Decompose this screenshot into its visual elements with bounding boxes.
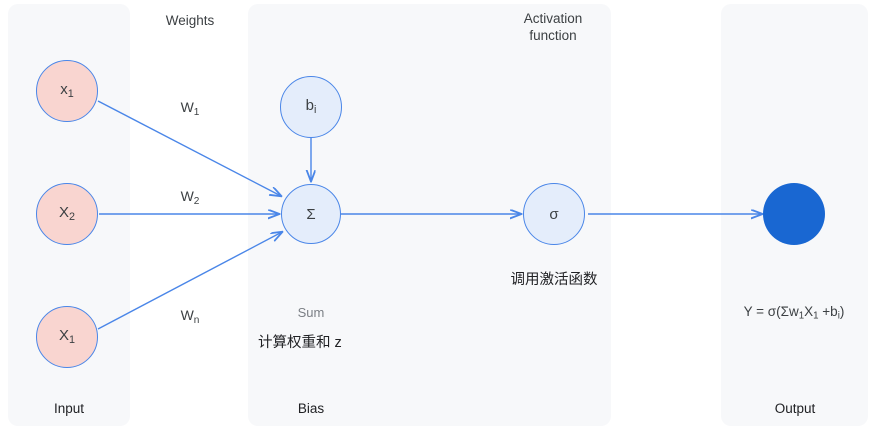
- sum-node-label: Σ: [306, 205, 316, 223]
- activation-node[interactable]: σ: [523, 183, 585, 245]
- activation-label-line1: Activation: [523, 11, 583, 26]
- activation-label-line2: function: [529, 28, 577, 43]
- input-node-3-label: X1: [58, 327, 76, 347]
- input-node-3[interactable]: X1: [36, 306, 98, 368]
- wire-input1-to-sum: [97, 100, 281, 196]
- sum-caption-en: Sum: [297, 305, 325, 320]
- sum-node[interactable]: Σ: [281, 184, 341, 244]
- activation-caption-cn: 调用激活函数: [510, 272, 598, 288]
- weight-label-n: Wn: [180, 307, 200, 326]
- bias-node[interactable]: bi: [280, 76, 342, 138]
- activation-section-label: Activation function: [498, 10, 608, 44]
- weights-section-label: Weights: [165, 13, 215, 28]
- bias-node-label: bi: [305, 97, 317, 117]
- output-node[interactable]: [763, 183, 825, 245]
- input-node-2[interactable]: X2: [36, 183, 98, 245]
- footer-label-bias: Bias: [297, 401, 325, 416]
- footer-label-input: Input: [53, 401, 85, 416]
- footer-label-output: Output: [774, 401, 816, 416]
- wire-input3-to-sum: [97, 232, 282, 330]
- input-node-1[interactable]: x1: [36, 60, 98, 122]
- input-node-1-label: x1: [60, 81, 74, 101]
- input-node-2-label: X2: [58, 204, 76, 224]
- sum-caption-cn: 计算权重和 z: [258, 335, 342, 351]
- activation-node-label: σ: [549, 205, 559, 223]
- weight-label-2: W2: [180, 188, 200, 207]
- output-formula: Y = σ(Σw1X1 +bi): [743, 304, 845, 322]
- weight-label-1: W1: [180, 99, 200, 118]
